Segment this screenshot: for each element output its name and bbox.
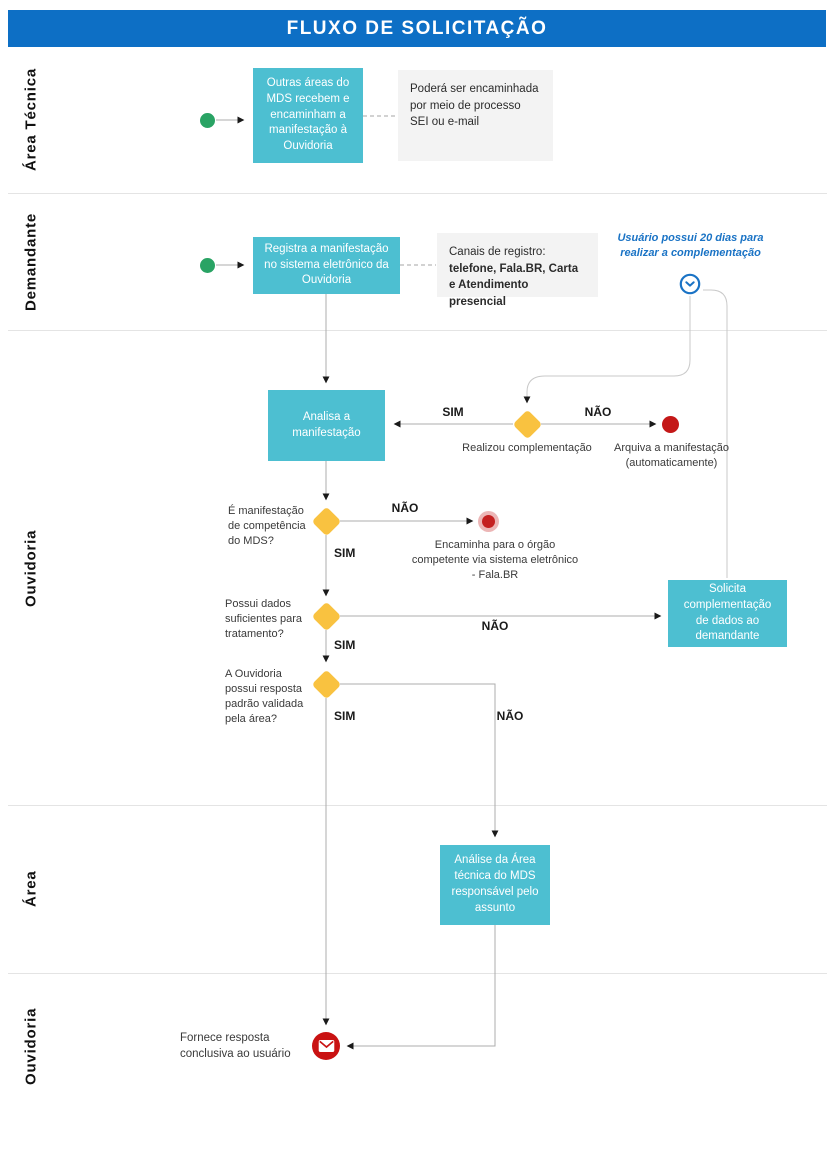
lane-divider (8, 193, 827, 194)
connector-resposta-nao (340, 683, 499, 838)
note-canais-channels: telefone, Fala.BR, Carta e Atendimento p… (449, 262, 579, 309)
label-nao-resposta: NÃO (496, 709, 524, 723)
process-solicita: Solicita complementação de dados ao dema… (668, 580, 787, 647)
note-sei: Poderá ser encaminhada por meio de proce… (398, 70, 553, 161)
process-registra: Registra a manifestação no sistema eletr… (253, 237, 400, 294)
note-canais: Canais de registro: telefone, Fala.BR, C… (437, 233, 598, 308)
lane-divider (8, 330, 827, 331)
envelope-icon (318, 1039, 334, 1053)
label-dados: Possui dados suficientes para tratamento… (225, 598, 303, 640)
note-sei-label: Poderá ser encaminhada por meio de proce… (410, 83, 539, 129)
end-envelope-badge (312, 1032, 340, 1060)
lane-divider (8, 805, 827, 806)
process-analisa-label: Analisa a manifestação (292, 410, 361, 439)
process-analise-area-label: Análise da Área técnica do MDS responsáv… (451, 854, 539, 914)
page-title: FLUXO DE SOLICITAÇÃO (286, 17, 548, 39)
clock-icon (679, 273, 701, 295)
label-encaminha: Encaminha para o órgão competente via si… (411, 539, 579, 581)
end-dot-encaminha (482, 515, 495, 528)
annotation-prazo: Usuário possui 20 dias para realizar a c… (617, 232, 764, 259)
process-outras-areas: Outras áreas do MDS recebem e encaminham… (253, 68, 363, 163)
process-outras-areas-label: Outras áreas do MDS recebem e encaminham… (266, 76, 350, 153)
label-sim-competencia: SIM (334, 546, 356, 560)
start-dot-demandante (200, 258, 215, 273)
connector-solicita-to-clock (703, 289, 728, 578)
process-analisa: Analisa a manifestação (268, 390, 385, 461)
label-nao-realizou: NÃO (584, 405, 612, 419)
end-dot-arquiva (662, 416, 679, 433)
label-sim-dados: SIM (334, 638, 356, 652)
process-solicita-label: Solicita complementação de dados ao dema… (683, 582, 772, 643)
label-sim-resposta: SIM (334, 709, 356, 723)
start-dot-area-tecnica (200, 113, 215, 128)
lane-divider (8, 973, 827, 974)
label-sim-realizou: SIM (442, 405, 464, 419)
label-nao-dados: NÃO (481, 619, 509, 633)
label-nao-competencia: NÃO (391, 501, 419, 515)
label-resposta-padrao: A Ouvidoria possui resposta padrão valid… (225, 668, 304, 725)
connector-clock-to-realizou (523, 296, 691, 404)
process-analise-area: Análise da Área técnica do MDS responsáv… (440, 845, 550, 925)
label-realizou: Realizou complementação (462, 442, 592, 454)
label-arquiva: Arquiva a manifestação (automaticamente) (614, 442, 729, 469)
label-fornece: Fornece resposta conclusiva ao usuário (180, 1032, 291, 1060)
connector-analise-to-fornece (346, 925, 496, 1050)
note-canais-intro: Canais de registro: (449, 246, 546, 258)
process-registra-label: Registra a manifestação no sistema eletr… (264, 242, 389, 287)
label-competencia: É manifestação de competência do MDS? (228, 505, 306, 547)
page-header: FLUXO DE SOLICITAÇÃO (8, 10, 826, 47)
